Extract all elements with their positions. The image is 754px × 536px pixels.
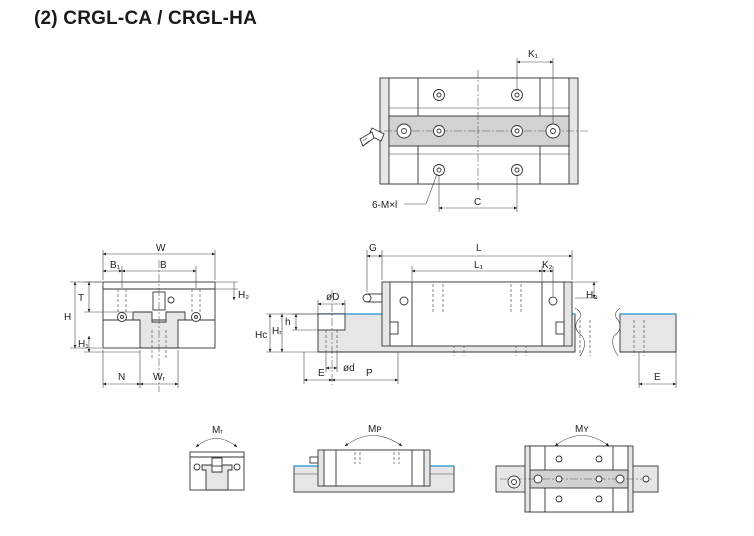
dim-wr-label: Wᵣ [153,372,165,383]
dim-l1-label: L₁ [474,260,484,271]
moment-mp-label: Mᴘ [368,424,382,435]
grease-nipple-icon [362,293,383,303]
dim-hr-label: Hᵣ [272,326,282,337]
dim-h-small-label: h [285,317,291,328]
dim-e-label: E [318,368,325,379]
dim-h1-label: H₁ [78,339,89,350]
dim-d-small-label: ød [343,363,355,374]
dim-b-label: B [160,260,167,271]
moment-my-diagram: Mʏ [495,424,659,513]
moment-my-label: Mʏ [575,424,589,435]
dim-e-right-label: E [654,372,661,383]
dim-l-label: L [476,243,482,254]
dim-w-label: W [156,243,166,254]
side-view: G L L₁ K₂ H₃ øD h Hᴄ Hᵣ [255,243,677,388]
dim-h-label: H [64,312,71,323]
dim-h3-label: H₃ [586,290,597,301]
side-view-rail-right [619,313,677,353]
dim-h2-label: H₂ [238,290,249,301]
moment-mp-diagram: Mᴘ [293,424,455,493]
grease-nipple-icon [359,127,385,147]
dim-p-label: P [366,368,373,379]
dim-b1-label: B₁ [110,260,121,271]
moment-mr-diagram: Mᵣ [189,425,245,491]
dim-k2-label: K₂ [542,260,553,271]
side-view-counterbore [317,313,346,331]
end-view: W B B₁ T H H₁ H₂ N Wᵣ [64,243,249,392]
dim-c-label: C [474,197,481,208]
dim-t-label: T [78,293,84,304]
moment-mr-label: Mᵣ [212,425,223,436]
top-view-mounting-holes [433,89,523,176]
top-view: K₁ C 6-M×l [359,49,588,212]
page-title: (2) CRGL-CA / CRGL-HA [34,8,258,29]
grease-nipple-icon [507,475,521,489]
dim-d-label: øD [326,292,339,303]
dim-k1-label: K₁ [528,49,539,60]
dim-mxl-label: 6-M×l [372,200,397,211]
dim-hc-label: Hᴄ [255,330,267,341]
side-view-block-body [389,281,565,347]
dim-n-label: N [118,372,125,383]
dim-g-label: G [369,243,377,254]
